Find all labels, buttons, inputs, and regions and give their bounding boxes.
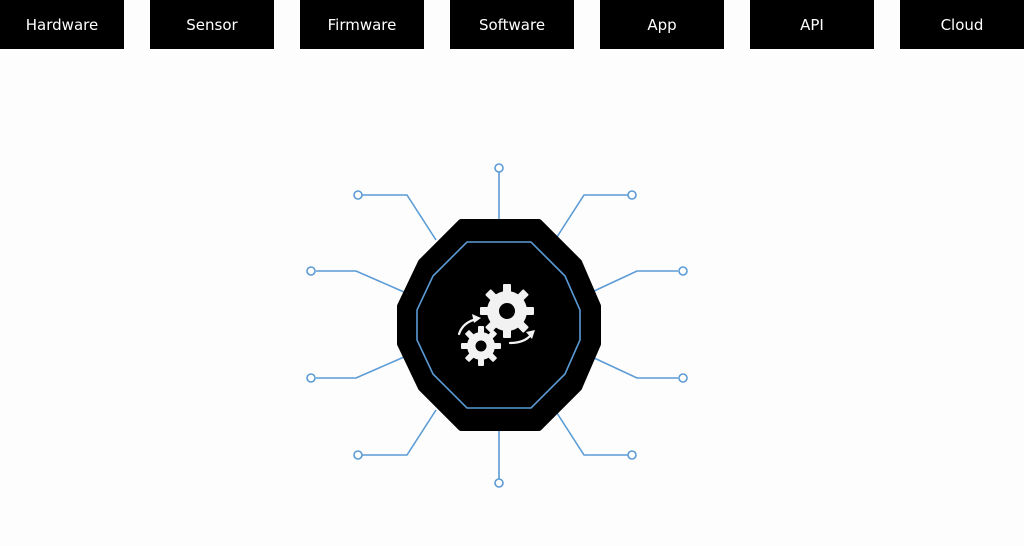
- endpoint-top-left: [353, 190, 363, 200]
- category-tabs: Hardware Sensor Firmware Software App AP…: [0, 0, 1024, 50]
- connector-bottom-left: [362, 409, 437, 456]
- endpoint-upper-right: [678, 266, 688, 276]
- endpoint-bottom: [494, 478, 504, 488]
- endpoint-upper-left: [306, 266, 316, 276]
- hub-inner-ring: [416, 241, 581, 409]
- endpoint-lower-left: [306, 373, 316, 383]
- endpoint-top-right: [627, 190, 637, 200]
- rotate-arrowhead-left: [472, 314, 481, 323]
- tab-sensor[interactable]: Sensor: [150, 0, 274, 49]
- endpoint-top: [494, 163, 504, 173]
- tab-hardware[interactable]: Hardware: [0, 0, 124, 49]
- connector-lower-left: [316, 356, 405, 379]
- connector-bottom-right: [554, 409, 628, 456]
- connector-lower-right: [591, 356, 678, 379]
- endpoint-lower-right: [678, 373, 688, 383]
- tab-firmware[interactable]: Firmware: [300, 0, 424, 49]
- connector-top-left: [362, 194, 437, 241]
- connectors: [316, 168, 678, 479]
- endpoint-bottom-left: [353, 450, 363, 460]
- endpoint-bottom-right: [627, 450, 637, 460]
- tab-cloud[interactable]: Cloud: [900, 0, 1024, 49]
- connector-upper-left: [316, 270, 405, 293]
- connector-upper-right: [591, 270, 678, 293]
- rotate-arrowhead-right: [526, 330, 535, 339]
- tab-api[interactable]: API: [750, 0, 874, 49]
- connector-top-right: [554, 194, 628, 241]
- tab-app[interactable]: App: [600, 0, 724, 49]
- tab-software[interactable]: Software: [450, 0, 574, 49]
- connector-endpoints: [306, 163, 688, 488]
- gears-icon: [457, 284, 535, 366]
